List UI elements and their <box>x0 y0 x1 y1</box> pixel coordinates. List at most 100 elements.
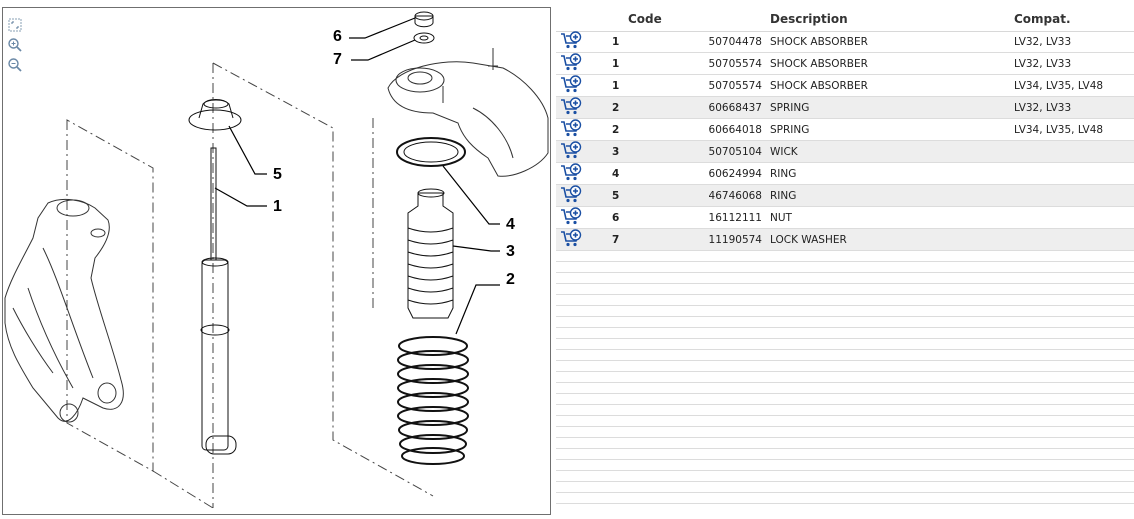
add-to-cart-icon[interactable] <box>560 53 582 73</box>
table-row: 4 60624994 RING <box>556 163 1134 185</box>
upper-strut-mount <box>387 48 549 177</box>
empty-row <box>556 493 1134 504</box>
part-description: NUT <box>770 212 792 224</box>
empty-row <box>556 295 1134 306</box>
callout-4: 4 <box>506 216 515 233</box>
empty-row <box>556 251 1134 262</box>
add-to-cart-icon[interactable] <box>560 97 582 117</box>
add-to-cart-icon[interactable] <box>560 207 582 227</box>
ref-number: 6 <box>612 212 620 224</box>
part-description: SHOCK ABSORBER <box>770 58 868 70</box>
empty-row <box>556 383 1134 394</box>
empty-row <box>556 328 1134 339</box>
add-to-cart-icon[interactable] <box>560 119 582 139</box>
part-description: RING <box>770 168 797 180</box>
table-row: 1 50705574 SHOCK ABSORBER LV34, LV35, LV48 <box>556 75 1134 97</box>
add-to-cart-icon[interactable] <box>560 229 582 249</box>
coil-spring <box>397 336 469 465</box>
part-compat: LV32, LV33 <box>1014 36 1072 48</box>
zoom-in-icon[interactable] <box>7 37 23 53</box>
table-row: 6 16112111 NUT <box>556 207 1134 229</box>
part-code: 50705574 <box>708 58 762 70</box>
part-code: 60668437 <box>708 102 762 114</box>
ref-number: 4 <box>612 168 620 180</box>
part-description: SHOCK ABSORBER <box>770 36 868 48</box>
ref-number: 1 <box>612 80 620 92</box>
part-description: WICK <box>770 146 798 158</box>
part-compat: LV34, LV35, LV48 <box>1014 124 1104 136</box>
part-compat: LV32, LV33 <box>1014 102 1072 114</box>
empty-row <box>556 317 1134 328</box>
compat-column-header: Compat. <box>1014 12 1071 26</box>
part-compat: LV34, LV35, LV48 <box>1014 80 1104 92</box>
exploded-diagram-panel: 6 7 5 1 4 3 2 <box>2 7 551 515</box>
lock-washer-and-nut <box>413 11 435 44</box>
ref-number: 1 <box>612 58 620 70</box>
empty-row <box>556 427 1134 438</box>
ref-number: 2 <box>612 124 620 136</box>
callout-7: 7 <box>333 51 342 68</box>
empty-row <box>556 372 1134 383</box>
callout-1: 1 <box>273 198 282 215</box>
table-row: 2 60668437 SPRING LV32, LV33 <box>556 97 1134 119</box>
empty-row <box>556 350 1134 361</box>
empty-row <box>556 394 1134 405</box>
fit-icon[interactable] <box>7 17 23 33</box>
part-description: LOCK WASHER <box>770 234 847 246</box>
top-mount-ring <box>188 99 242 131</box>
part-code: 16112111 <box>708 212 762 224</box>
table-row: 1 50704478 SHOCK ABSORBER LV32, LV33 <box>556 31 1134 53</box>
part-code: 60624994 <box>708 168 762 180</box>
callout-5: 5 <box>273 166 282 183</box>
code-column-header: Code <box>628 12 662 26</box>
parts-table-header: Code Description Compat. <box>556 7 1134 32</box>
empty-row <box>556 361 1134 372</box>
parts-exploded-view: 6 7 5 1 4 3 2 <box>4 11 549 509</box>
ref-number: 2 <box>612 102 620 114</box>
bump-stop-wick <box>407 188 454 319</box>
callout-6: 6 <box>333 28 342 45</box>
description-column-header: Description <box>770 12 848 26</box>
callout-3: 3 <box>506 243 515 260</box>
ref-number: 3 <box>612 146 620 158</box>
add-to-cart-icon[interactable] <box>560 31 582 51</box>
ref-number: 7 <box>612 234 620 246</box>
part-code: 46746068 <box>708 190 762 202</box>
empty-row <box>556 449 1134 460</box>
add-to-cart-icon[interactable] <box>560 75 582 95</box>
part-description: RING <box>770 190 797 202</box>
callout-2: 2 <box>506 271 515 288</box>
ref-number: 1 <box>612 36 620 48</box>
zoom-out-icon[interactable] <box>7 57 23 73</box>
table-row: 1 50705574 SHOCK ABSORBER LV32, LV33 <box>556 53 1134 75</box>
empty-row <box>556 405 1134 416</box>
empty-row <box>556 339 1134 350</box>
empty-row <box>556 284 1134 295</box>
add-to-cart-icon[interactable] <box>560 141 582 161</box>
part-code: 50705574 <box>708 80 762 92</box>
part-compat: LV32, LV33 <box>1014 58 1072 70</box>
ref-number: 5 <box>612 190 620 202</box>
empty-row <box>556 416 1134 427</box>
part-code: 60664018 <box>708 124 762 136</box>
shock-absorber <box>200 147 237 455</box>
table-row: 5 46746068 RING <box>556 185 1134 207</box>
empty-row <box>556 482 1134 493</box>
empty-row <box>556 438 1134 449</box>
empty-row <box>556 471 1134 482</box>
table-row: 3 50705104 WICK <box>556 141 1134 163</box>
part-description: SPRING <box>770 102 810 114</box>
empty-row <box>556 273 1134 284</box>
empty-row <box>556 262 1134 273</box>
part-description: SHOCK ABSORBER <box>770 80 868 92</box>
add-to-cart-icon[interactable] <box>560 185 582 205</box>
add-to-cart-icon[interactable] <box>560 163 582 183</box>
empty-row <box>556 306 1134 317</box>
empty-row <box>556 460 1134 471</box>
part-code: 50705104 <box>708 146 762 158</box>
part-code: 50704478 <box>708 36 762 48</box>
steering-knuckle <box>4 198 124 423</box>
